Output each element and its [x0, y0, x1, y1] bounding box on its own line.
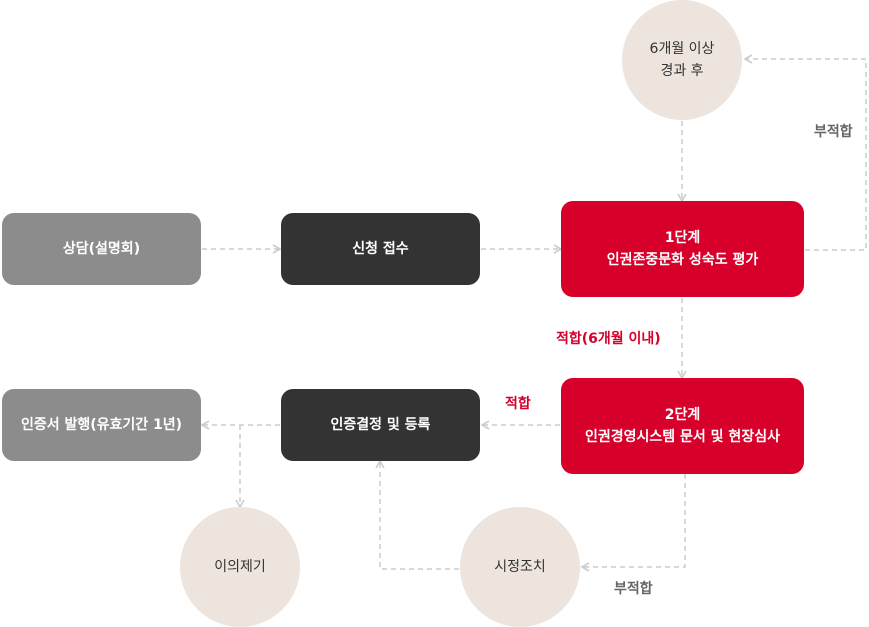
certificate-label: 인증서 발행(유효기간 1년)	[20, 417, 183, 433]
application-label: 신청 접수	[352, 241, 409, 257]
fit-label: 적합	[505, 396, 531, 412]
unfit-label-top: 부적합	[814, 124, 853, 140]
arrow-correction-to-decision	[375, 459, 459, 570]
fit-6months-label: 적합(6개월 이내)	[556, 331, 661, 347]
decision-label: 인증결정 및 등록	[330, 417, 431, 433]
decision-node: 인증결정 및 등록	[281, 389, 480, 461]
consultation-label: 상담(설명회)	[62, 241, 141, 257]
correction-label: 시정조치	[494, 559, 546, 575]
application-node: 신청 접수	[281, 213, 480, 285]
wait-period-line2: 경과 후	[660, 63, 704, 79]
stage2-subtitle: 인권경영시스템 문서 및 현장심사	[585, 429, 780, 445]
stage1-subtitle: 인권존중문화 성숙도 평가	[606, 252, 759, 268]
consultation-node: 상담(설명회)	[2, 213, 201, 285]
stage2-title: 2단계	[664, 407, 701, 423]
correction-node: 시정조치	[460, 507, 580, 627]
certificate-node: 인증서 발행(유효기간 1년)	[2, 389, 201, 461]
objection-node: 이의제기	[180, 507, 300, 627]
arrow-stage1-unfit-to-wait	[743, 54, 867, 251]
objection-label: 이의제기	[214, 559, 266, 575]
stage2-node: 2단계 인권경영시스템 문서 및 현장심사	[561, 378, 804, 474]
arrow-stage2-unfit-to-correction	[580, 474, 686, 572]
unfit-label-bottom: 부적합	[614, 581, 653, 597]
stage1-node: 1단계 인권존중문화 성숙도 평가	[561, 201, 804, 297]
wait-period-node: 6개월 이상 경과 후	[622, 0, 742, 120]
stage1-title: 1단계	[664, 230, 701, 246]
wait-period-line1: 6개월 이상	[649, 41, 715, 57]
